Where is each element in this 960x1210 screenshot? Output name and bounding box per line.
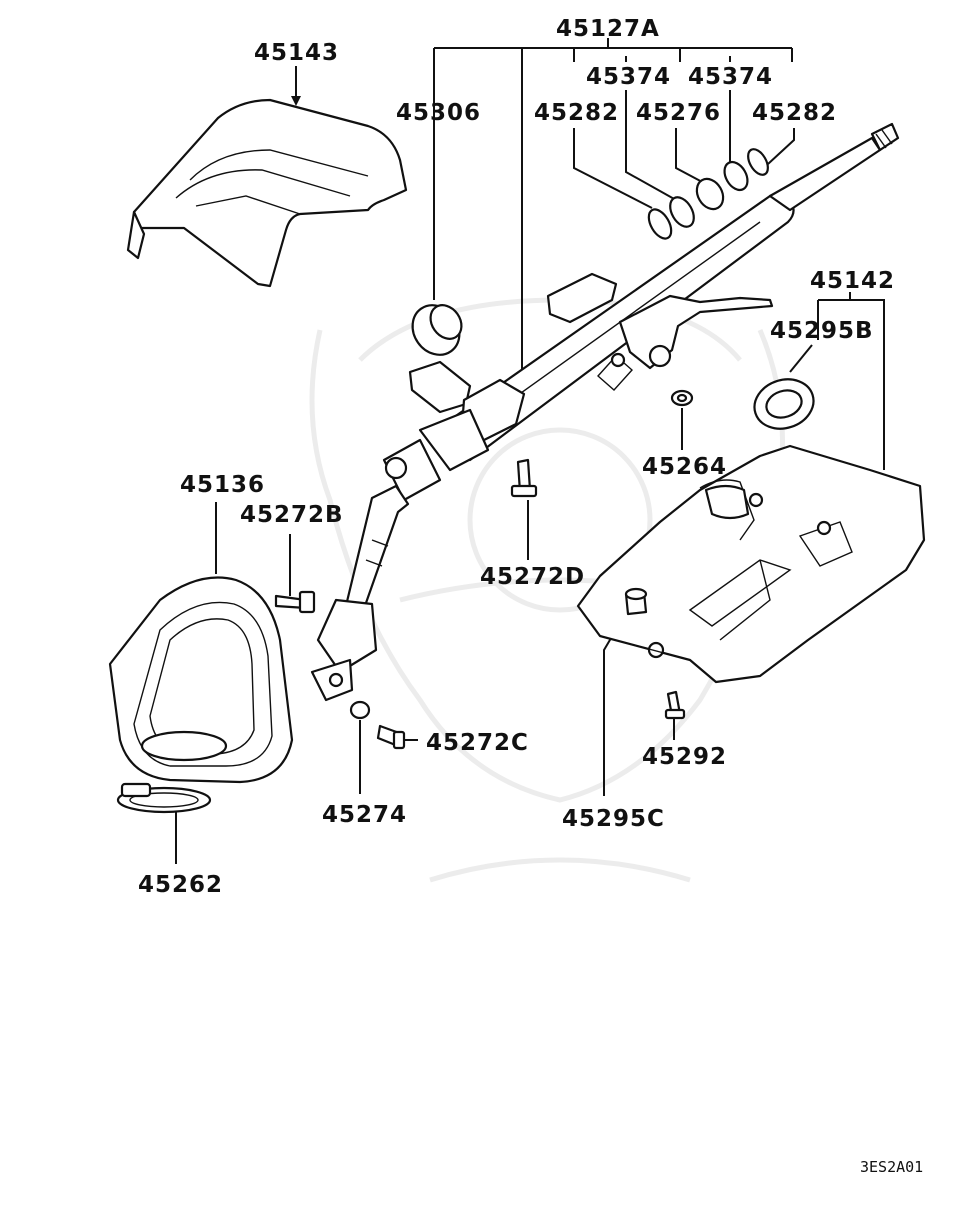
steering-column-shaft — [408, 122, 900, 462]
label-45272d: 45272D — [480, 564, 585, 590]
nut-45264 — [670, 389, 694, 407]
screw-45292 — [664, 690, 686, 720]
label-45142: 45142 — [810, 268, 895, 294]
bolt-45272c — [376, 724, 406, 750]
dust-cover-boot — [108, 576, 294, 784]
label-45374-right: 45374 — [688, 64, 773, 90]
label-45306: 45306 — [396, 100, 481, 126]
label-45272b: 45272B — [240, 502, 344, 528]
part-labels: 45143 45127A 45306 45374 45374 45282 452… — [138, 16, 923, 1176]
column-bushing — [411, 304, 463, 356]
label-45136: 45136 — [180, 472, 265, 498]
grommet-45295c — [624, 587, 648, 616]
lower-column-cover — [576, 444, 926, 684]
label-45127a: 45127A — [556, 16, 660, 42]
label-45272c: 45272C — [426, 730, 529, 756]
label-45262: 45262 — [138, 872, 223, 898]
column-bearing-set — [647, 148, 769, 240]
bolt-45272b — [274, 590, 316, 614]
label-45292: 45292 — [642, 744, 727, 770]
label-45295c: 45295C — [562, 806, 665, 832]
label-45143: 45143 — [254, 40, 339, 66]
label-45276: 45276 — [636, 100, 721, 126]
intermediate-shaft — [310, 408, 490, 702]
upper-column-cover — [126, 98, 408, 288]
column-grommet-b — [753, 378, 815, 430]
leader-lines — [175, 38, 885, 864]
label-45295b: 45295B — [770, 318, 874, 344]
washer-45274 — [349, 700, 371, 720]
label-45374-left: 45374 — [586, 64, 671, 90]
label-45264: 45264 — [642, 454, 727, 480]
label-45282-right: 45282 — [752, 100, 837, 126]
clamp-45262 — [116, 782, 212, 814]
label-45274: 45274 — [322, 802, 407, 828]
bolt-45272d — [510, 458, 538, 498]
label-45282-left: 45282 — [534, 100, 619, 126]
drawing-code: 3ES2A01 — [860, 1158, 923, 1176]
